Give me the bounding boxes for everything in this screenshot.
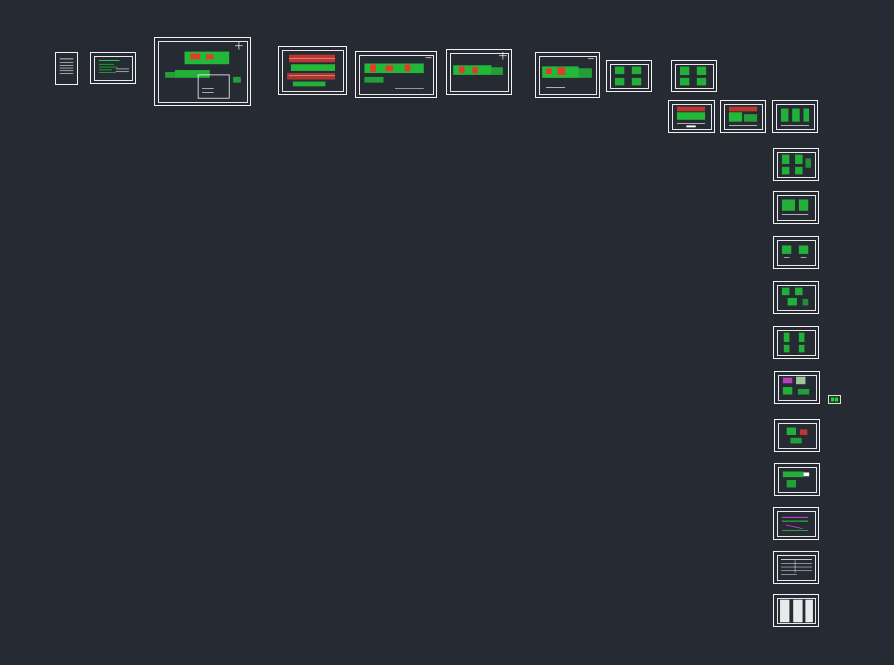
sheet-detail-g[interactable] (773, 281, 819, 314)
sheet-floor-plan-1[interactable] (278, 46, 347, 95)
sheet-detail-f[interactable] (773, 236, 819, 269)
sheet-inner-frame (724, 104, 763, 130)
sheet-detail-f-content (781, 245, 809, 258)
sheet-inner-frame (282, 50, 344, 92)
sheet-inner-frame (777, 195, 816, 221)
sheet-cover[interactable] (55, 52, 78, 85)
sheet-schedule-table[interactable] (773, 551, 819, 584)
sheet-inner-frame (778, 375, 817, 401)
sheet-detail-h[interactable] (773, 326, 819, 359)
sheet-detail-a[interactable] (606, 60, 652, 92)
sheet-detail-e[interactable] (773, 191, 819, 224)
sheet-floor-plan-4-content (542, 58, 594, 88)
sheet-inner-frame (777, 511, 816, 537)
sheet-inner-frame (777, 555, 816, 581)
sheet-title-sheet[interactable] (773, 594, 819, 627)
sheet-schedule-table-content (780, 559, 812, 575)
sheet-site-plan[interactable] (154, 37, 251, 106)
sheet-detail-b-content (679, 66, 707, 86)
sheet-inner-frame (776, 104, 815, 130)
sheet-detail-l[interactable] (773, 507, 819, 540)
sheet-detail-i[interactable] (774, 371, 820, 404)
sheet-inner-frame (539, 56, 597, 95)
sheet-inner-frame (777, 240, 816, 266)
sheet-floor-plan-4[interactable] (535, 52, 600, 98)
sheet-inner-frame (778, 423, 817, 449)
sheet-detail-j[interactable] (774, 419, 820, 452)
sheet-detail-i-content (782, 376, 810, 395)
sheet-detail-l-content (781, 516, 809, 531)
sheet-inner-frame (450, 53, 509, 92)
sheet-inner-frame (778, 467, 817, 493)
sheet-detail-b[interactable] (671, 60, 717, 92)
floating-sheet-marker[interactable] (828, 395, 841, 404)
sheet-detail-k-content (782, 471, 810, 488)
sheet-detail-j-content (786, 427, 808, 444)
sheet-detail-d-content (781, 154, 812, 175)
sheet-detail-h-content (783, 332, 805, 353)
sheet-design-notes[interactable] (90, 52, 136, 84)
sheet-floor-plan-2[interactable] (355, 51, 437, 98)
sheet-site-plan-content (165, 41, 243, 99)
sheet-elevation-1[interactable] (668, 100, 715, 133)
sheet-inner-frame (675, 64, 714, 89)
sheet-design-notes-content (98, 60, 129, 74)
sheet-detail-g-content (781, 287, 809, 306)
sheet-cover-content (59, 58, 74, 74)
sheet-inner-frame (158, 41, 248, 103)
sheet-detail-c-content (780, 108, 810, 126)
sheet-floor-plan-2-content (364, 57, 432, 89)
sheet-elevation-1-content (676, 106, 706, 128)
marker-glyph (831, 397, 838, 402)
sheet-elevation-2-content (728, 106, 758, 126)
sheet-inner-frame (610, 64, 649, 89)
sheet-detail-d[interactable] (773, 148, 819, 181)
sheet-title-sheet-content (780, 599, 813, 623)
sheet-inner-frame (777, 285, 816, 311)
sheet-inner-frame (777, 330, 816, 356)
sheet-inner-frame (94, 56, 133, 81)
sheet-inner-frame (359, 55, 434, 95)
sheet-floor-plan-3-content (453, 51, 507, 75)
sheet-elevation-2[interactable] (720, 100, 766, 133)
sheet-detail-a-content (614, 66, 642, 86)
sheet-floor-plan-3[interactable] (446, 49, 512, 95)
sheet-detail-k[interactable] (774, 463, 820, 496)
sheet-inner-frame (672, 104, 712, 130)
sheet-detail-e-content (781, 199, 809, 215)
sheet-inner-frame (777, 598, 816, 624)
sheet-floor-plan-1-content (287, 54, 336, 87)
sheet-detail-c[interactable] (772, 100, 818, 133)
sheet-inner-frame (777, 152, 816, 178)
